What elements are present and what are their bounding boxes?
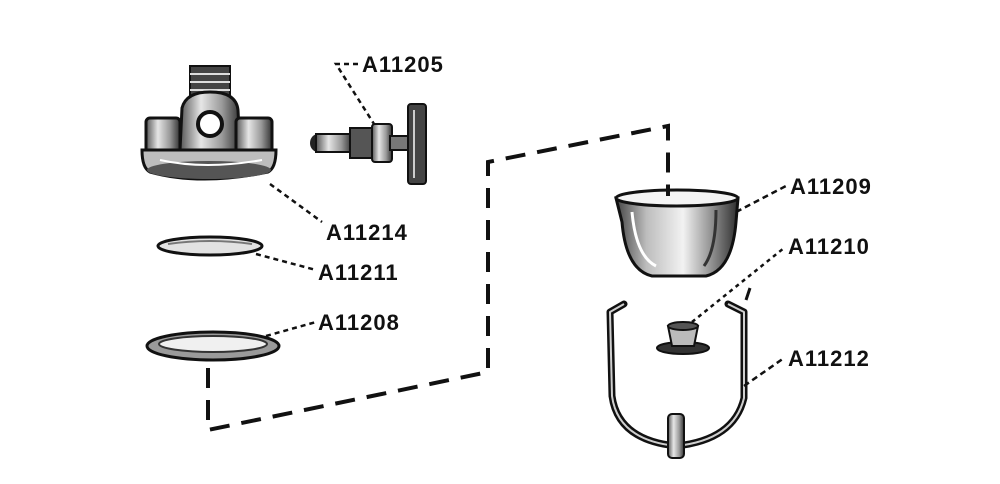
leader-a11205 [333,62,376,125]
leader-lines [255,62,787,388]
leader-a11212 [743,356,785,388]
large-gasket-part [145,330,281,362]
sediment-bowl-part [614,188,740,278]
leader-a11209 [735,184,787,214]
label-a11211: A11211 [318,260,399,285]
valve-stem-part [310,103,427,185]
screen-cap-part [656,321,710,355]
leader-a11214 [269,182,323,224]
label-a11209: A11209 [790,174,872,199]
label-a11212: A11212 [788,346,870,371]
bail-dash-mark [744,287,752,301]
leader-a11210 [691,247,785,323]
label-a11210: A11210 [788,234,870,259]
assembly-dashed-line [206,123,670,433]
label-a11205: A11205 [362,52,444,77]
pump-body-part [140,65,278,181]
leader-a11208 [265,320,317,338]
label-a11214: A11214 [326,220,408,245]
bail-clamp-part [606,300,748,459]
label-a11208: A11208 [318,310,400,335]
small-gasket-part [156,235,264,257]
leader-a11211 [255,252,317,272]
